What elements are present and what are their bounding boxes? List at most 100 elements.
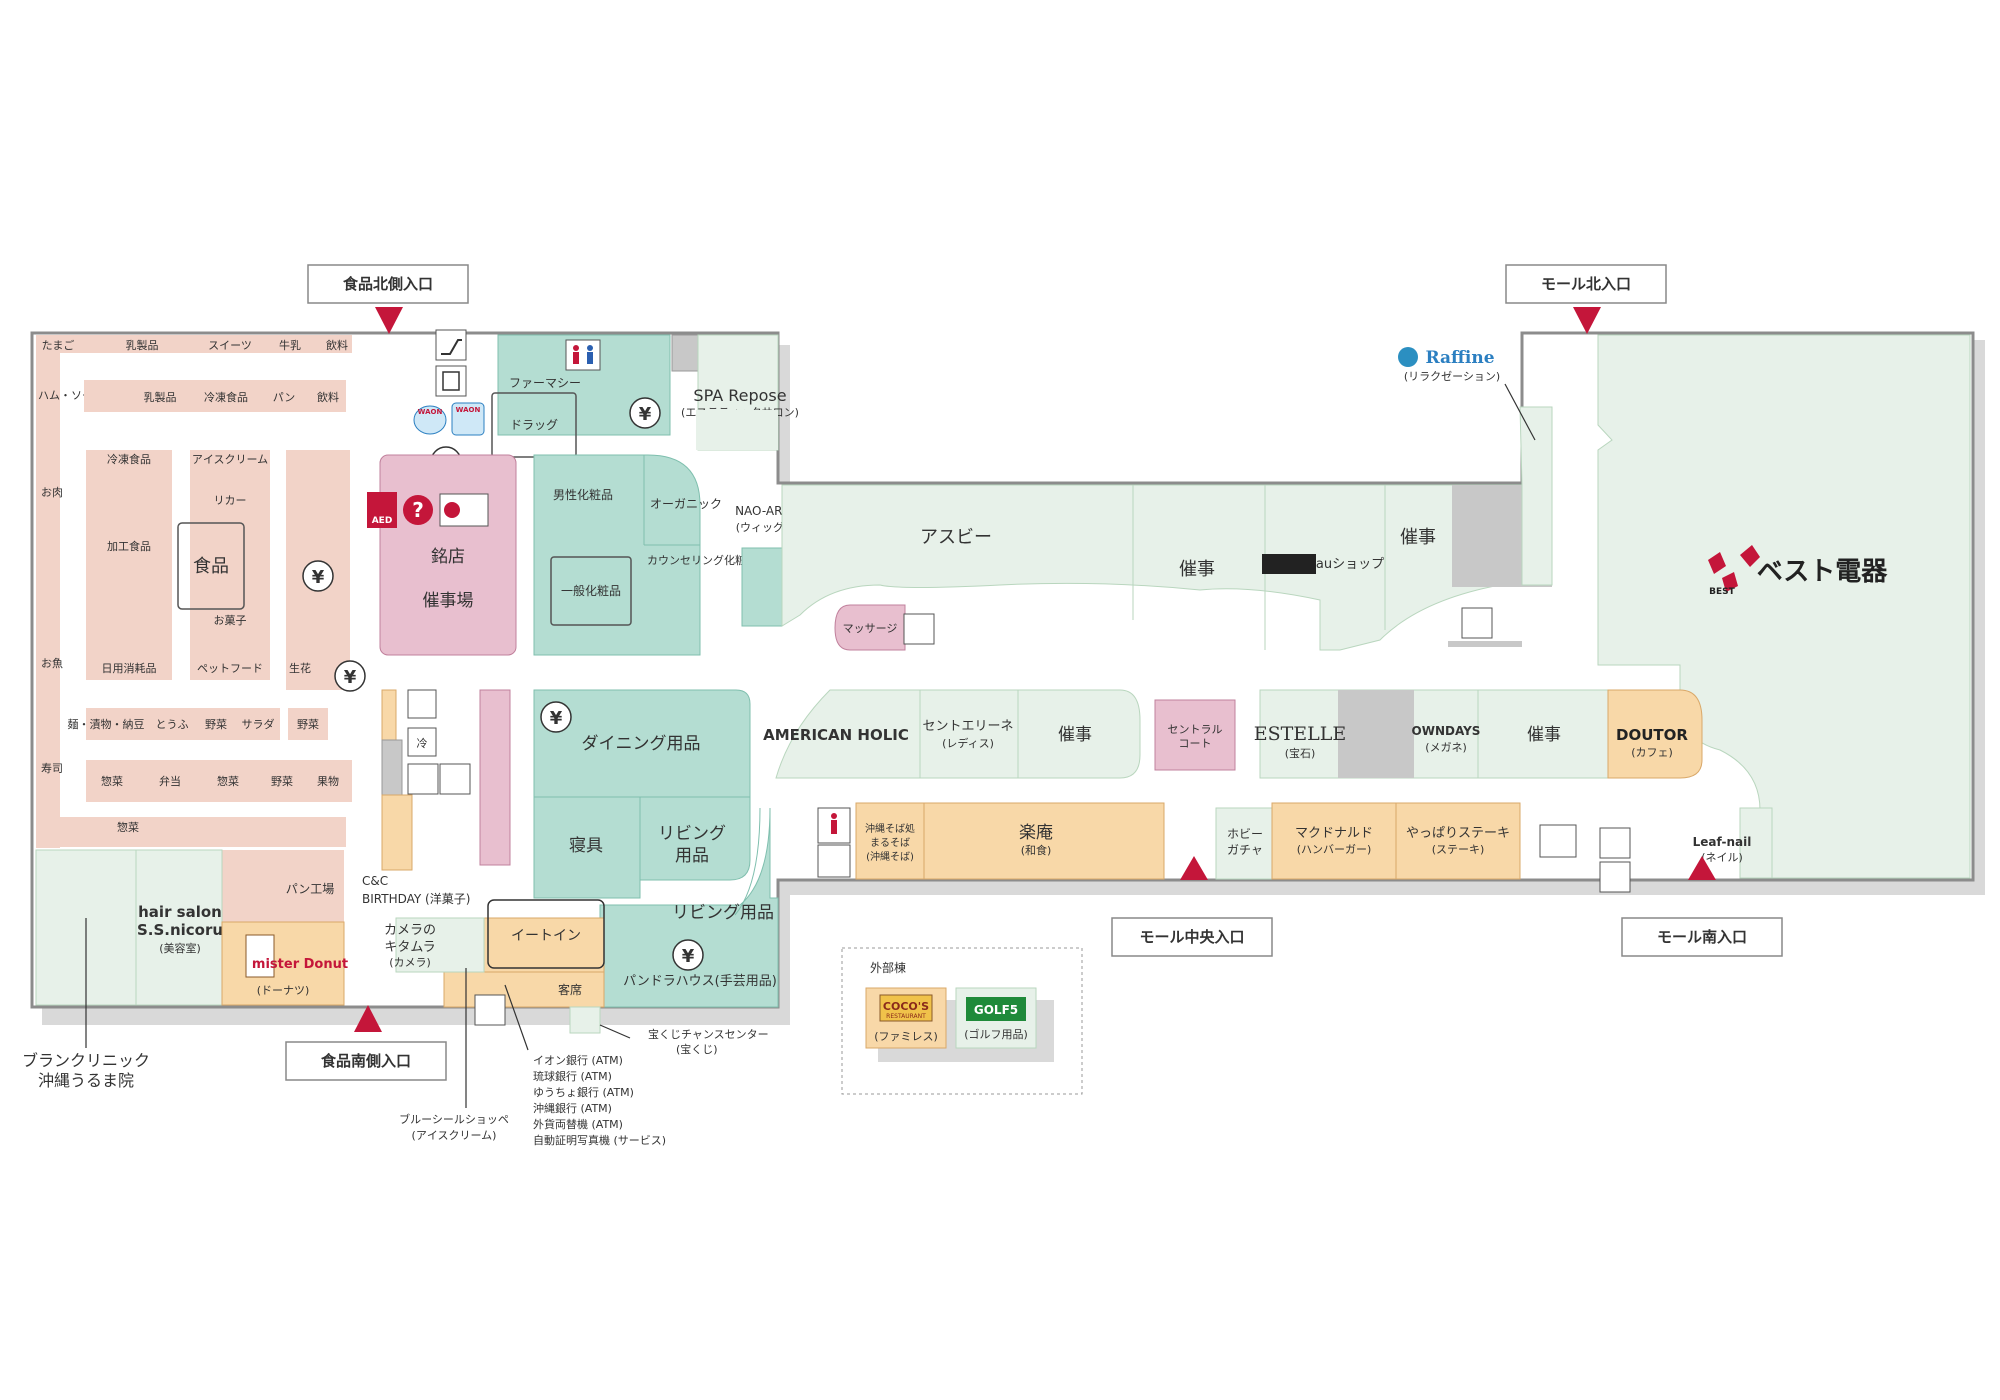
food-label: リカー <box>214 494 247 507</box>
map-label: ホビー <box>1227 827 1263 841</box>
food-label: 弁当 <box>159 774 181 788</box>
best-logo-icon <box>1708 545 1760 592</box>
mister-donut[interactable]: mister Donut (ドーナツ) <box>221 921 348 1006</box>
map-label: マクドナルド <box>1295 826 1373 841</box>
map-label: BIRTHDAY (洋菓子) <box>362 891 470 906</box>
pharmacy[interactable]: ファーマシー ドラッグ ¥ <box>491 334 671 458</box>
restaurant-row[interactable]: 沖縄そば処 まるそば (沖縄そば) 楽庵 (和食) <box>817 802 1165 880</box>
map-label: AMERICAN HOLIC <box>763 726 909 744</box>
info-icon <box>403 495 433 525</box>
food-area: たまご 乳製品 スイーツ 牛乳 飲料 ハム・ソーセージ お肉 お魚 寿司 乳製品… <box>36 335 366 922</box>
food-label: ペットフード <box>197 662 263 675</box>
food-label: 果物 <box>317 774 339 788</box>
doutor[interactable]: DOUTOR (カフェ) <box>1607 689 1703 779</box>
food-center-label: 食品 <box>193 556 229 577</box>
map-label: (ステーキ) <box>1432 843 1485 856</box>
cocos[interactable]: COCO'S RESTAURANT (ファミレス) <box>865 987 947 1049</box>
mall-corridor <box>696 410 778 450</box>
escalator-icon <box>435 329 467 361</box>
map-label: 催事 <box>1527 725 1561 745</box>
atm-machine-icon <box>474 994 506 1026</box>
map-label: (ネイル) <box>1701 851 1743 864</box>
naoart[interactable]: NAO-ART (ウィッグ) <box>735 504 790 627</box>
yen-icon: ¥ <box>639 404 652 425</box>
map-label: mister Donut <box>252 957 348 972</box>
map-label: (カメラ) <box>389 956 431 969</box>
map-label: (ファミレス) <box>874 1030 938 1043</box>
map-label: カメラの <box>384 923 436 938</box>
entrance-mall-south[interactable]: モール南入口 <box>1621 856 1783 957</box>
central-court[interactable]: セントラル コート <box>1154 699 1236 771</box>
map-label: (ウィッグ) <box>736 520 789 534</box>
mall-middle-row[interactable]: AMERICAN HOLIC セントエリーネ (レディス) 催事 <box>763 689 1141 779</box>
map-label: (宝石) <box>1285 746 1316 760</box>
home-goods[interactable]: ¥ ダイニング用品 寝具 リビング 用品 <box>533 689 751 899</box>
eat-in-area[interactable]: イートイン 客席 <box>443 899 605 1026</box>
camera-kitamura[interactable]: カメラの キタムラ (カメラ) <box>384 917 485 973</box>
map-label: キタムラ <box>384 940 435 955</box>
map-label: (沖縄そば) <box>866 850 914 863</box>
raffine[interactable]: Raffine (リラクゼーション) <box>1398 347 1553 586</box>
mall-upper-row[interactable]: アスビー 催事 auショップ 催事 <box>781 484 1523 651</box>
map-label: SPA Repose <box>693 386 786 405</box>
entrance-arrow-icon <box>1180 856 1208 880</box>
map-label: (カフェ) <box>1631 746 1673 759</box>
food-label: 飲料 <box>326 338 348 352</box>
map-label: (メガネ) <box>1425 741 1467 754</box>
food-label: 日用消耗品 <box>102 661 157 675</box>
map-label: マッサージ <box>843 622 898 635</box>
entrance-food-north[interactable]: 食品北側入口 <box>307 264 469 334</box>
entrance-food-south[interactable]: 食品南側入口 <box>285 1005 447 1081</box>
yen-icon: ¥ <box>312 567 325 588</box>
food-label: 野菜 <box>271 775 293 788</box>
map-label: ESTELLE <box>1254 723 1347 745</box>
raffine-logo-icon <box>1398 347 1418 367</box>
yen-icon: ¥ <box>682 946 695 967</box>
map-label: (レディス) <box>942 736 994 750</box>
map-label: モール中央入口 <box>1139 928 1244 946</box>
map-label: 催事 <box>1058 725 1092 745</box>
best-denki[interactable]: ベスト電器 BEST <box>1597 334 1971 879</box>
elevator-icon <box>1599 827 1631 859</box>
aed-icon <box>367 492 397 528</box>
stairs-icon <box>1599 861 1631 893</box>
atm-icon <box>302 560 334 592</box>
food-label: 麺・漬物・納豆 <box>68 717 145 731</box>
food-label: 野菜 <box>205 718 227 731</box>
map-label: RESTAURANT <box>886 1013 926 1020</box>
cc-birthday[interactable]: 冷 C&C BIRTHDAY (洋菓子) <box>362 689 471 906</box>
map-label: DOUTOR <box>1616 726 1688 744</box>
lottery-booth[interactable] <box>569 1006 601 1034</box>
hair-salon[interactable]: hair salon S.S.nicoru (美容室) <box>35 849 223 1006</box>
living-goods[interactable]: リビング用品 ¥ パンドラハウス(手芸用品) <box>599 807 779 1008</box>
restaurant-row-2[interactable]: ホビー ガチャ マクドナルド (ハンバーガー) やっぱりステーキ (ステーキ) <box>1215 802 1631 893</box>
entrance-mall-center[interactable]: モール中央入口 <box>1111 856 1273 957</box>
map-label: ブランクリニック <box>22 1051 150 1070</box>
massage[interactable]: マッサージ <box>834 604 935 651</box>
cosmetics[interactable]: 男性化粧品 オーガニック カウンセリング化粧品 一般化粧品 <box>533 454 757 656</box>
food-label: パン <box>273 391 296 404</box>
food-label: お肉 <box>41 486 63 499</box>
leaf-nail[interactable]: Leaf-nail (ネイル) <box>1693 807 1773 879</box>
map-label: OWNDAYS <box>1412 724 1481 738</box>
map-label: セントエリーネ <box>922 719 1013 734</box>
map-label: 外貨両替機 (ATM) <box>533 1117 623 1131</box>
food-label: 惣菜 <box>217 774 239 788</box>
map-label: やっぱりステーキ <box>1406 826 1510 841</box>
food-label: 冷凍食品 <box>107 452 151 466</box>
entrance-mall-north[interactable]: モール北入口 <box>1505 264 1667 334</box>
food-label: 野菜 <box>297 718 319 731</box>
food-label: 牛乳 <box>279 338 301 352</box>
map-label: ? <box>412 498 424 522</box>
map-label: (ドーナツ) <box>257 984 310 997</box>
escalator-base <box>1448 641 1522 647</box>
waon-icon <box>413 405 447 435</box>
map-label: NAO-ART <box>735 504 789 518</box>
locker-icon <box>407 689 437 719</box>
map-label: リビング <box>658 824 726 844</box>
restroom-icon <box>565 339 601 371</box>
golf5[interactable]: GOLF5 (ゴルフ用品) <box>955 987 1037 1049</box>
meiten-event-hall[interactable]: AED ? 銘店 催事場 <box>367 454 517 656</box>
mall-middle-row-2[interactable]: ESTELLE (宝石) OWNDAYS (メガネ) 催事 <box>1254 689 1609 779</box>
map-label: 琉球銀行 (ATM) <box>533 1069 612 1083</box>
